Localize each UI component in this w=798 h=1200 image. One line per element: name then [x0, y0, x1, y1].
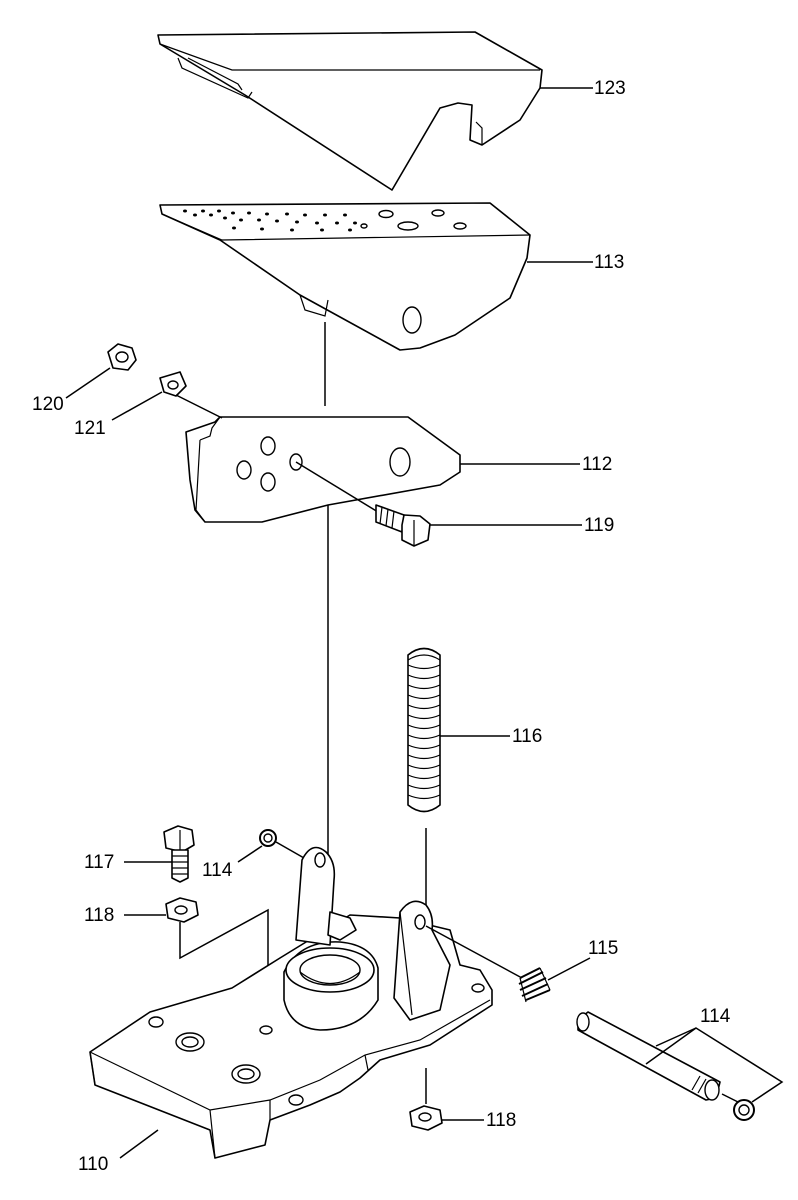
part-120-nut [107, 343, 137, 371]
spring-axis-line [425, 925, 523, 979]
perforation-holes [183, 209, 357, 232]
part-113-perforated-plate [159, 202, 531, 351]
part-121-washer [159, 371, 187, 397]
part-123-cover [157, 31, 543, 191]
mounting-holes [360, 209, 467, 231]
part-114-pin [576, 1011, 721, 1101]
pin-axis-line [721, 1093, 739, 1103]
part-116-threaded-rod [407, 647, 441, 813]
part-110-base-plate [89, 846, 493, 1159]
part-117-bolt [163, 825, 195, 883]
callout-114-upper: 114 [202, 860, 233, 881]
callout-118-upper: 118 [84, 905, 114, 926]
part-115-spring [518, 967, 551, 1003]
part-119-bolt [375, 504, 431, 547]
part-114-clip-upper [259, 829, 277, 847]
callout-112: 112 [582, 454, 612, 475]
leader-lines [65, 87, 784, 1159]
callout-116: 116 [512, 726, 542, 747]
part-112-bracket [185, 416, 461, 523]
callout-121: 121 [74, 418, 106, 439]
part-118-nut-upper [165, 897, 199, 923]
callout-114-lower: 114 [700, 1006, 731, 1027]
callout-119: 119 [584, 515, 614, 536]
clip-axis-line [275, 841, 305, 859]
bolt-axis-line [295, 461, 379, 513]
pivot-hole [402, 306, 422, 334]
callout-118-lower: 118 [486, 1110, 516, 1131]
callout-120: 120 [32, 394, 64, 415]
callout-115: 115 [588, 938, 618, 959]
part-118-nut-lower [409, 1105, 443, 1131]
part-114-clip-lower [733, 1099, 755, 1121]
callout-110: 110 [78, 1154, 108, 1175]
callout-113: 113 [594, 252, 624, 273]
callout-117: 117 [84, 852, 114, 873]
callout-123: 123 [594, 78, 626, 99]
callout-labels: 123 113 120 121 112 119 116 117 114 118 … [32, 78, 731, 1175]
